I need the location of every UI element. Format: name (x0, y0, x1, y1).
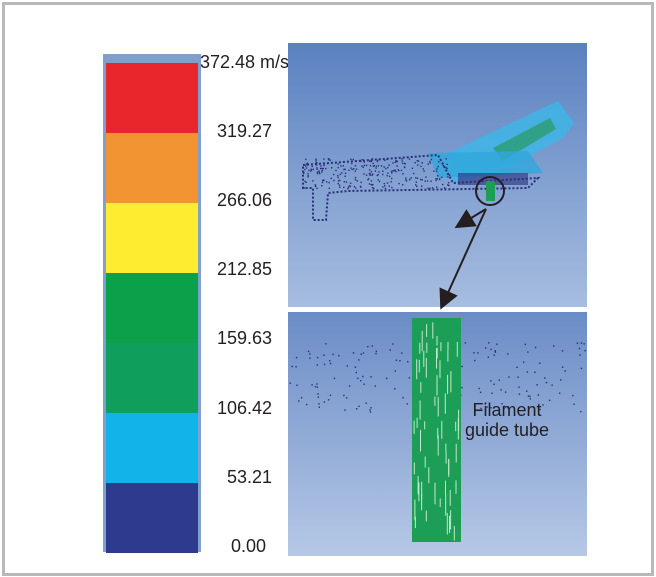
scale-tick-label: 106.42 (217, 398, 273, 418)
scale-tick-label: 53.21 (227, 467, 273, 487)
scale-band (106, 63, 198, 133)
scale-band (106, 133, 198, 203)
scale-tick-label: 0.00 (231, 536, 267, 556)
scale-band (106, 483, 198, 553)
arrow-down (439, 208, 487, 310)
arrow-left (454, 208, 487, 229)
annotation-guide-tube: guide tube (464, 420, 550, 440)
scale-band (106, 343, 198, 413)
scale-band (106, 273, 198, 343)
simulation-overview-image (288, 43, 587, 307)
scale-tick-label: 212.85 (217, 259, 273, 279)
color-scale-bar (103, 54, 201, 553)
zoom-image (288, 312, 587, 556)
annotation-filament: Filament (472, 400, 542, 420)
scale-tick-label: 266.06 (217, 190, 273, 210)
scale-band (106, 203, 198, 273)
scale-max-label: 372.48 m/s (200, 52, 290, 72)
scale-tick-label: 159.63 (217, 328, 273, 348)
scale-band (106, 413, 198, 483)
scale-tick-label: 319.27 (217, 121, 273, 141)
simulation-overview-panel (288, 43, 587, 307)
filament-guide-tube-zoom-panel (288, 312, 587, 556)
